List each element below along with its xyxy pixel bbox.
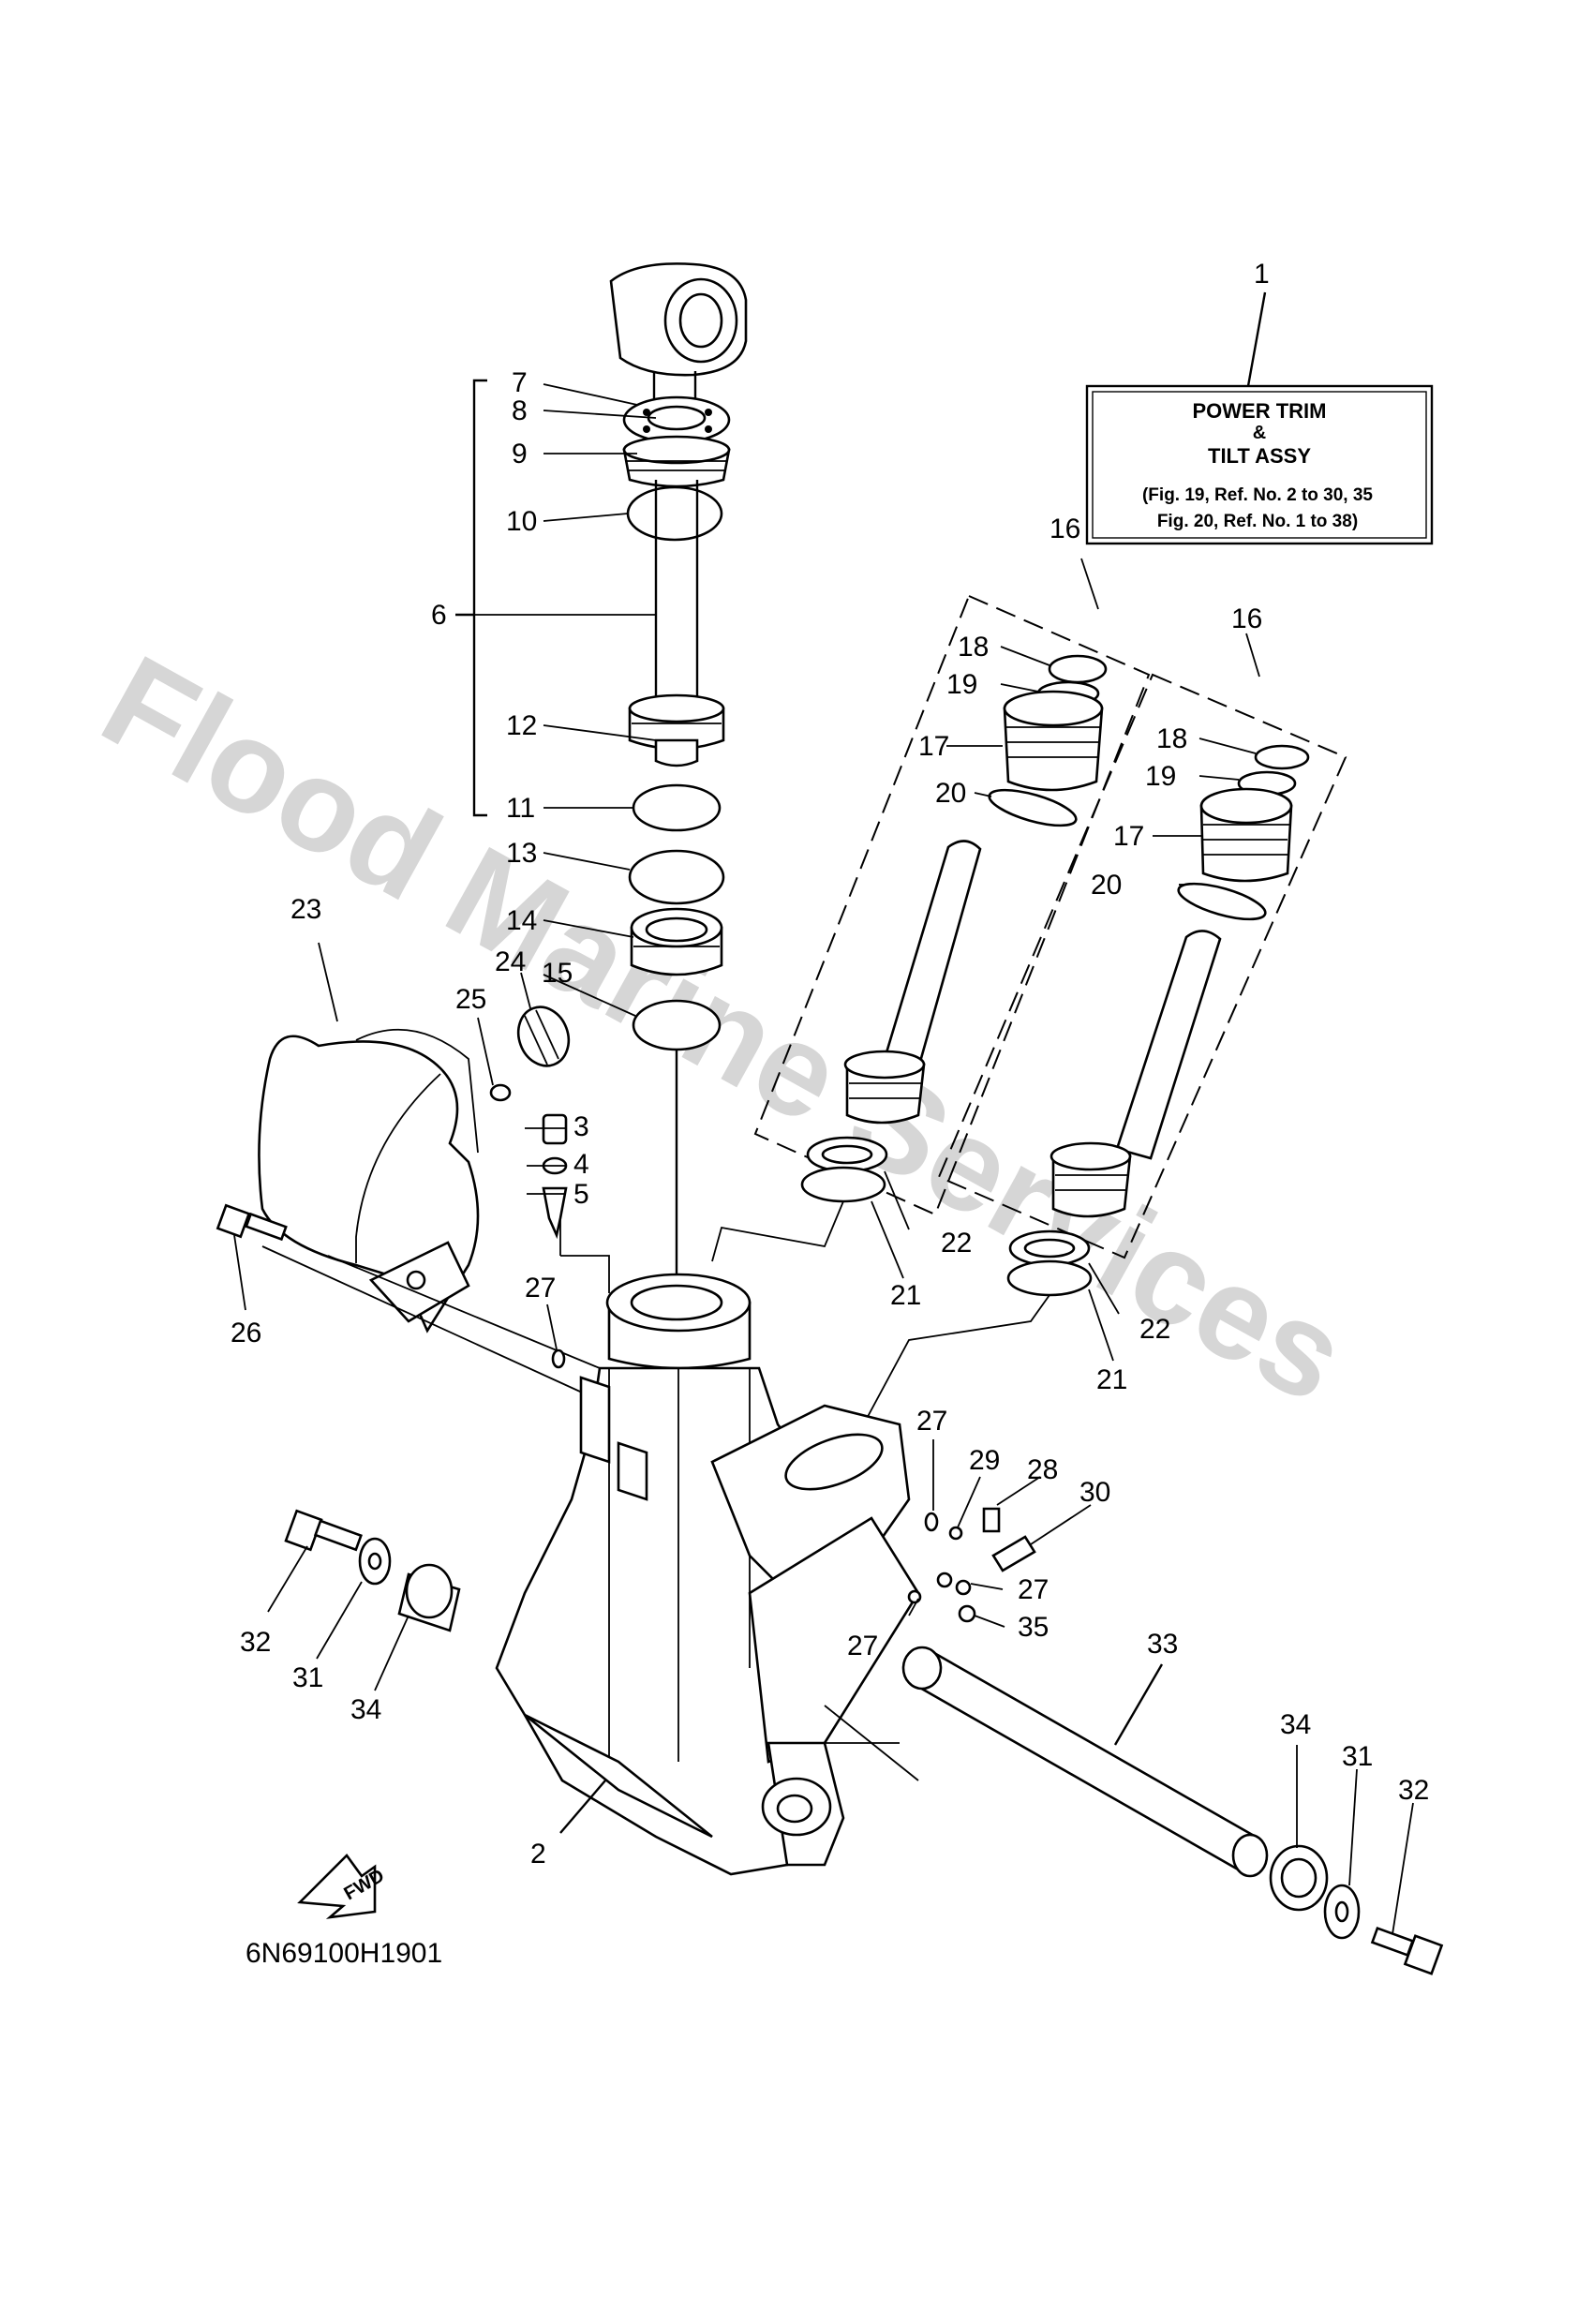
callout-3: 3 [573,1111,589,1142]
trim-tilt-housing-2 [495,1273,920,1876]
callout-32-left: 32 [240,1627,271,1658]
callout-19-left: 19 [946,669,977,700]
callout-19-right: 19 [1145,761,1176,792]
left-mount-hardware [284,1509,461,1632]
callout-2: 2 [530,1839,546,1870]
callout-13: 13 [506,838,537,869]
callout-26: 26 [231,1318,261,1348]
small-parts-27-35 [551,1348,1036,1623]
reservoir-23 [258,1028,480,1333]
callout-9: 9 [512,439,528,469]
callout-6: 6 [431,600,447,631]
fwd-arrow-icon: FWD [297,1854,388,1919]
callout-14: 14 [506,905,537,936]
leader-lines [233,383,1414,1935]
callout-5: 5 [573,1179,589,1210]
tilt-cylinder-rod-assembly [609,262,748,1284]
callout-24: 24 [495,946,526,977]
small-parts-24-25-3-4-5 [489,1006,571,1240]
trim-cylinder-kit-left [753,594,1151,1216]
assembly-box-line5: Fig. 20, Ref. No. 1 to 38) [1157,512,1358,531]
callout-30: 30 [1079,1477,1110,1508]
callout-31-left: 31 [292,1662,323,1693]
callout-34-right: 34 [1280,1709,1311,1740]
callout-1: 1 [1254,259,1270,290]
callout-31-right: 31 [1342,1741,1373,1772]
callout-27d: 27 [847,1631,878,1661]
callout-32-right: 32 [1398,1775,1429,1806]
callout-17-left: 17 [918,731,949,762]
callout-21-right: 21 [1096,1364,1127,1395]
callout-35: 35 [1018,1612,1049,1643]
callout-12: 12 [506,710,537,741]
trim-cylinder-kit-right [937,673,1347,1259]
seal-rings-22-21 [711,1136,1093,1463]
callout-22-left: 22 [941,1228,972,1259]
callout-4: 4 [573,1149,589,1180]
callout-20-left: 20 [935,778,966,809]
shaft-33 [901,1646,1269,1878]
callout-7: 7 [512,367,528,398]
callout-15: 15 [542,958,573,989]
callout-10: 10 [506,506,537,537]
callout-25: 25 [455,984,486,1015]
callout-28: 28 [1027,1454,1058,1485]
callout-16-left: 16 [1050,514,1080,544]
drawing-code: 6N69100H1901 [246,1938,442,1969]
assembly-box-line3: TILT ASSY [1208,444,1311,468]
bolt-26 [216,1203,601,1397]
assembly-info-box: POWER TRIM & TILT ASSY (Fig. 19, Ref. No… [1085,291,1434,545]
callout-27a: 27 [525,1273,556,1304]
assembly-box-line2: & [1253,423,1266,443]
callout-11: 11 [506,793,535,824]
callout-17-right: 17 [1113,821,1144,852]
callout-21-left: 21 [890,1280,921,1311]
callout-labels: 1 2 3 4 5 6 7 8 9 10 11 12 13 14 15 16 1… [231,259,1429,1870]
callout-20-right: 20 [1091,870,1122,901]
callout-23: 23 [290,894,321,925]
callout-22-right: 22 [1139,1314,1170,1345]
assembly-box-line1: POWER TRIM [1193,399,1327,423]
callout-8: 8 [512,395,528,426]
callout-18-left: 18 [958,632,989,663]
callout-18-right: 18 [1156,723,1187,754]
right-mount-hardware [1269,1844,1444,1975]
callout-34-left: 34 [350,1694,381,1725]
callout-29: 29 [969,1445,1000,1476]
callout-16-right: 16 [1231,603,1262,634]
assembly-box-line4: (Fig. 19, Ref. No. 2 to 30, 35 [1142,485,1373,505]
callout-27b: 27 [916,1406,947,1437]
assembly-bracket-6 [455,379,487,817]
callout-33: 33 [1147,1629,1178,1660]
callout-27c: 27 [1018,1574,1049,1605]
